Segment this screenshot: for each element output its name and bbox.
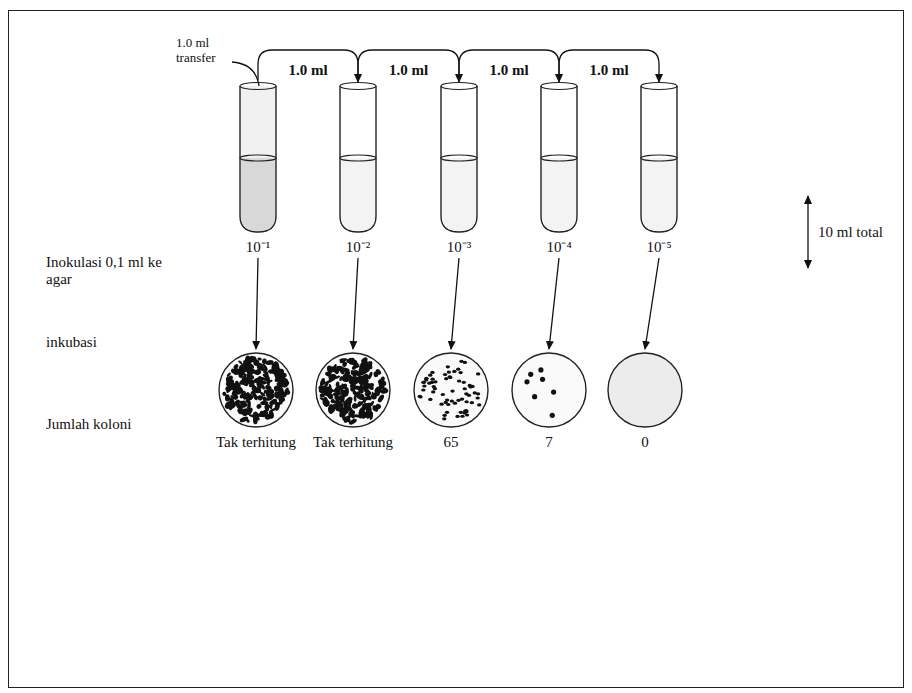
colony-count: 65 [391, 434, 511, 451]
transfer-arrow [559, 50, 659, 82]
test-tube: 10⁻¹ [223, 80, 293, 258]
colony-count: 7 [489, 434, 609, 451]
tube-outline [223, 80, 293, 258]
transfer-volume: 1.0 ml [387, 62, 430, 79]
tube-outline [524, 80, 594, 258]
annotation-label: Jumlah koloni [46, 416, 176, 433]
volume-arrow [807, 196, 808, 268]
annotation-label: Inokulasi 0,1 ml ke agar [46, 254, 176, 289]
transfer-volume: 1.0 ml [587, 62, 630, 79]
test-tube: 10⁻⁴ [524, 80, 594, 258]
test-tube: 10⁻² [323, 80, 393, 258]
transfer-arrow [358, 50, 459, 82]
colony-count: Tak terhitung [293, 434, 413, 451]
dilution-label: 10⁻² [323, 236, 393, 256]
dilution-label: 10⁻⁴ [524, 236, 594, 256]
inoculation-arrow [451, 258, 459, 349]
tube-outline [424, 80, 494, 258]
annotation-label: inkubasi [46, 334, 176, 351]
agar-plate: Tak terhitung [196, 350, 316, 458]
inoculation-arrow [645, 258, 659, 349]
annotation-label: 10 ml total [818, 224, 898, 241]
colony-count: 0 [585, 434, 705, 451]
agar-plate: 7 [489, 350, 609, 458]
tube-outline [323, 80, 393, 258]
agar-plate: Tak terhitung [293, 350, 413, 458]
dilution-label: 10⁻¹ [223, 236, 293, 256]
inoculation-arrow [549, 258, 559, 349]
agar-plate: 0 [585, 350, 705, 458]
test-tube: 10⁻³ [424, 80, 494, 258]
test-tube: 10⁻⁵ [624, 80, 694, 258]
inoculation-arrow [256, 258, 258, 349]
dilution-label: 10⁻³ [424, 236, 494, 256]
transfer-volume: 1.0 ml [286, 62, 329, 79]
annotation-label: 1.0 ml transfer [176, 36, 246, 66]
transfer-volume: 1.0 ml [487, 62, 530, 79]
colony-count: Tak terhitung [196, 434, 316, 451]
inoculation-arrow [353, 258, 358, 349]
tube-outline [624, 80, 694, 258]
transfer-arrow [459, 50, 559, 82]
dilution-label: 10⁻⁵ [624, 236, 694, 256]
agar-plate: 65 [391, 350, 511, 458]
transfer-arrow [258, 50, 358, 82]
